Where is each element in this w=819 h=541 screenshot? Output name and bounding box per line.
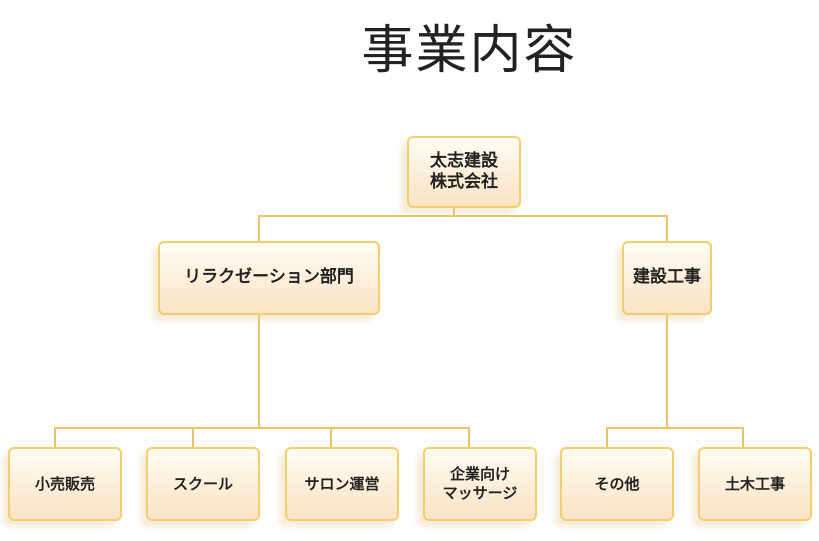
org-node-root: 太志建設 株式会社 [407,136,521,208]
connector-to-retail [54,427,56,449]
org-node-school: スクール [146,447,260,521]
org-node-retail-label: 小売販売 [34,474,95,493]
connector-relax-down [258,314,260,428]
org-node-root-line2: 株式会社 [430,172,498,192]
org-node-salon-label: サロン運営 [304,474,380,493]
org-node-civil-engineering: 土木工事 [698,447,812,521]
connector-root-down [453,206,455,216]
org-node-other: その他 [560,447,674,521]
connector-to-construction [666,215,668,243]
org-node-relaxation-label: リラクゼーション部門 [184,267,354,288]
org-node-relaxation-division: リラクゼーション部門 [158,241,380,315]
org-node-construction-label: 建設工事 [633,267,701,288]
connector-to-relax [258,215,260,243]
connector-top-horizontal [258,215,668,217]
org-node-construction-division: 建設工事 [622,241,712,315]
connector-to-corporate [468,427,470,449]
org-node-root-line1: 太志建設 [430,150,498,171]
org-node-salon: サロン運営 [285,447,399,521]
connector-to-civil [742,427,744,449]
org-node-corporate-line1: 企業向け [449,465,510,484]
org-node-other-label: その他 [594,474,640,493]
org-node-corporate-massage: 企業向け マッサージ [423,447,537,521]
org-node-retail: 小売販売 [8,447,122,521]
org-node-corporate-line2: マッサージ [442,484,518,502]
connector-construction-horizontal [606,427,744,429]
connector-to-school [192,427,194,449]
connector-relax-horizontal [54,427,470,429]
connector-construction-down [666,314,668,428]
connector-to-other [606,427,608,449]
org-node-civil-label: 土木工事 [724,474,785,493]
connector-to-salon [330,427,332,449]
page-title: 事業内容 [361,21,578,81]
org-node-school-label: スクール [172,474,233,493]
